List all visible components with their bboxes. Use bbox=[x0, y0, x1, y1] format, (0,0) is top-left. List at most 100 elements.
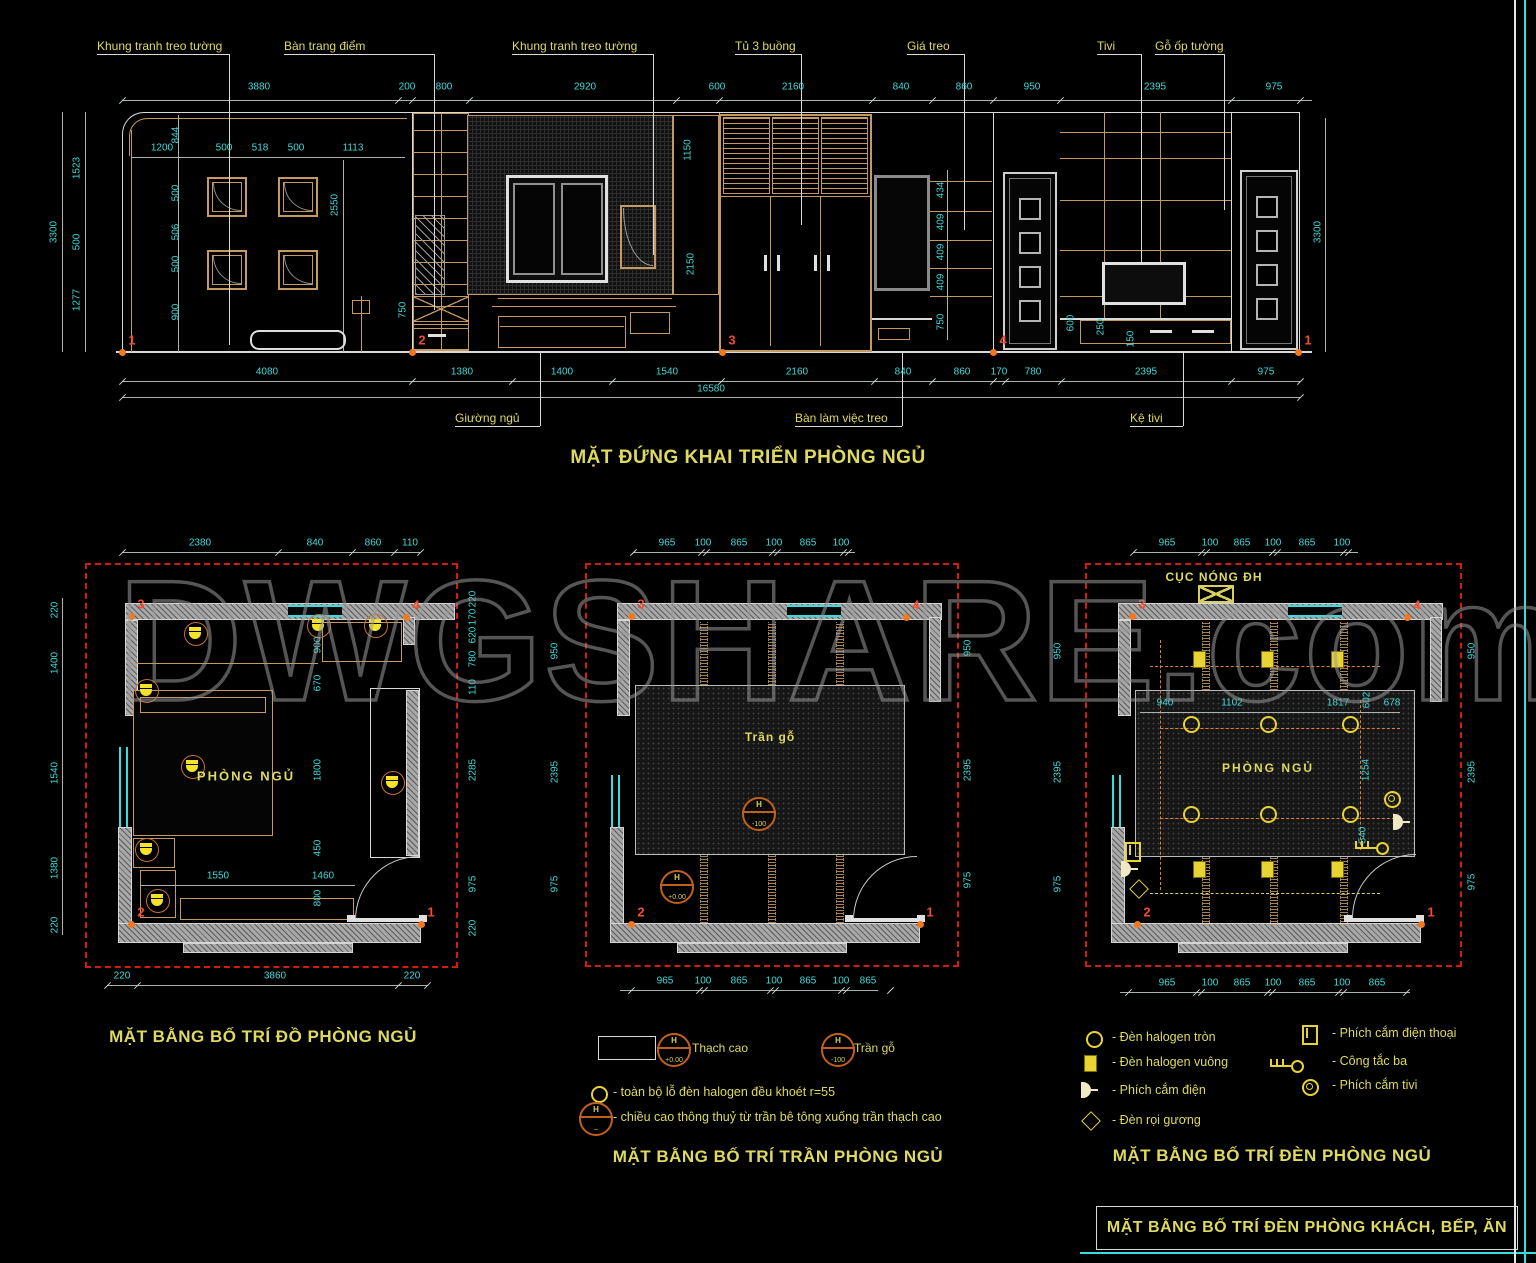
axis-marker-number: 1 bbox=[1304, 332, 1312, 348]
line-vertical bbox=[1231, 112, 1232, 352]
line-horizontal bbox=[122, 552, 420, 553]
dim-label: 865 bbox=[730, 975, 748, 987]
dim-label: 975 bbox=[549, 875, 561, 893]
dim-label: 2150 bbox=[685, 252, 697, 276]
shape-rect bbox=[1198, 585, 1234, 603]
line-horizontal bbox=[930, 296, 992, 297]
axis-marker-number: 3 bbox=[728, 332, 736, 348]
switch-link bbox=[1286, 1065, 1291, 1067]
wall-lamp-icon bbox=[146, 889, 170, 913]
axis-marker-number: 1 bbox=[1427, 904, 1435, 920]
dim-label: 1523 bbox=[71, 156, 83, 180]
axis-marker-number: 4 bbox=[1413, 597, 1421, 613]
halogen-square-icon bbox=[1260, 860, 1274, 878]
legend-triple-switch-label: - Công tắc ba bbox=[1332, 1054, 1408, 1068]
dim-label: 950 bbox=[1052, 642, 1064, 660]
shape-rect bbox=[118, 923, 421, 943]
shape-rect bbox=[322, 622, 402, 662]
shape-rect bbox=[413, 324, 469, 350]
socket-line bbox=[1402, 821, 1410, 823]
h-letter: H bbox=[756, 800, 762, 809]
line-horizontal bbox=[1150, 893, 1380, 894]
halogen-round-icon bbox=[1182, 715, 1200, 733]
shape-rect bbox=[853, 918, 917, 922]
tv-socket-icon bbox=[1383, 790, 1401, 808]
dim-label: 865 bbox=[1233, 977, 1251, 989]
line-horizontal bbox=[1060, 250, 1231, 251]
h-letter: H bbox=[674, 873, 680, 882]
dim-label: 1540 bbox=[655, 366, 679, 378]
axis-marker-number: 2 bbox=[418, 332, 426, 348]
shape-rect bbox=[617, 603, 942, 620]
dim-label: 506 bbox=[170, 223, 182, 241]
line-horizontal bbox=[930, 268, 992, 269]
dim-label: 950 bbox=[962, 639, 974, 657]
dim-label: 670 bbox=[312, 674, 324, 692]
axis-marker-dot bbox=[417, 920, 425, 928]
shape-rect bbox=[140, 697, 266, 713]
dim-label: 965 bbox=[656, 975, 674, 987]
dim-label: 3880 bbox=[247, 81, 271, 93]
shape-rect bbox=[635, 685, 905, 855]
dim-label: 100 bbox=[1264, 537, 1282, 549]
dim-label: 409 bbox=[935, 243, 947, 261]
shape-rect bbox=[1340, 857, 1348, 925]
dim-label: 678 bbox=[1383, 697, 1401, 709]
callout-leader bbox=[1224, 54, 1225, 210]
halogen-square-icon bbox=[1192, 650, 1206, 668]
shape-rect bbox=[415, 215, 445, 295]
shape-rect bbox=[719, 114, 872, 352]
shape-rect bbox=[874, 175, 930, 291]
lamp-bar bbox=[386, 776, 398, 780]
picture-frame bbox=[278, 250, 318, 290]
line-vertical bbox=[820, 197, 821, 346]
line-horizontal bbox=[122, 381, 1300, 382]
dim-label: 100 bbox=[832, 975, 850, 987]
dim-label: 100 bbox=[832, 537, 850, 549]
callout-label: Khung tranh treo tường bbox=[97, 39, 223, 53]
dim-label: 840 bbox=[306, 537, 324, 549]
shape-rect bbox=[836, 855, 844, 923]
line-vertical bbox=[1325, 118, 1326, 352]
room-label-lighting: PHÒNG NGỦ bbox=[1221, 761, 1315, 775]
dim-label: 780 bbox=[1024, 366, 1042, 378]
dim-label: 865 bbox=[859, 975, 877, 987]
shape-rect bbox=[673, 115, 719, 295]
line-vertical bbox=[1104, 112, 1105, 318]
dim-label: 200 bbox=[398, 81, 416, 93]
line-vertical bbox=[770, 197, 771, 346]
dim-label: 1540 bbox=[49, 761, 61, 785]
dim-label: 100 bbox=[1333, 977, 1351, 989]
dim-label: 110 bbox=[402, 537, 418, 549]
dim-label: 965 bbox=[1158, 537, 1176, 549]
lamp-bar bbox=[186, 760, 198, 764]
axis-marker-number: 4 bbox=[912, 597, 920, 613]
triple-switch-icon bbox=[1355, 837, 1389, 855]
shape-rect bbox=[700, 622, 708, 685]
dimension-tick bbox=[1296, 377, 1305, 386]
picture-frame-inner bbox=[212, 255, 242, 285]
shape-rect bbox=[122, 112, 1300, 352]
plan-ceiling-title: MẶT BẰNG BỐ TRÍ TRẦN PHÒNG NGỦ bbox=[612, 1147, 944, 1166]
dim-label: 2920 bbox=[573, 81, 597, 93]
footer-title: MẶT BẰNG BỐ TRÍ ĐÈN PHÒNG KHÁCH, BẾP, ĂN bbox=[1106, 1219, 1508, 1236]
line-horizontal bbox=[930, 240, 992, 241]
dim-label: 2395 bbox=[1466, 760, 1478, 784]
dim-label: 2160 bbox=[781, 81, 805, 93]
dim-label: 500 bbox=[215, 142, 233, 154]
axis-marker-number: 4 bbox=[999, 332, 1007, 348]
axis-marker-dot bbox=[1133, 920, 1141, 928]
dim-label: 1277 bbox=[71, 288, 83, 312]
h-line bbox=[657, 1047, 691, 1049]
shape-rect bbox=[118, 827, 132, 925]
dim-label: 2160 bbox=[785, 366, 809, 378]
shape-rect bbox=[1430, 617, 1442, 702]
switch-pin bbox=[1276, 1059, 1278, 1065]
dim-label: 750 bbox=[935, 313, 947, 331]
switch-pin bbox=[1270, 1059, 1272, 1065]
halogen-round-icon bbox=[590, 1085, 608, 1103]
tv-socket-inner bbox=[1305, 1082, 1313, 1090]
dim-label: 170 bbox=[990, 366, 1008, 378]
dim-label: 220 bbox=[49, 916, 61, 934]
legend-phone-socket-label: - Phích cắm điện thoại bbox=[1332, 1026, 1457, 1040]
